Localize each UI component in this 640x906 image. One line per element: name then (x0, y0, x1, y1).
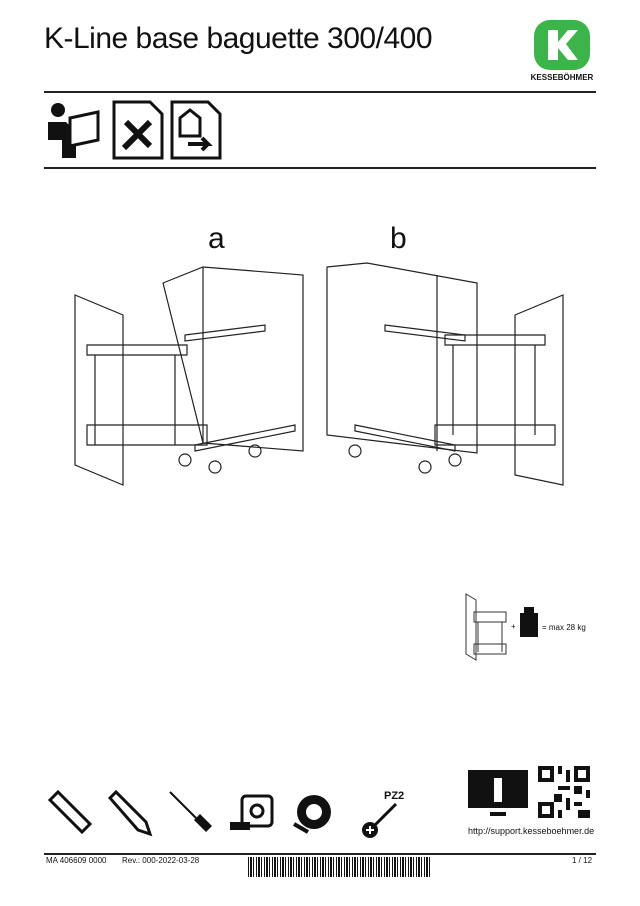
brand-logo: KESSEBÖHMER (530, 18, 594, 88)
monitor-info-icon (468, 770, 528, 816)
assembly-document-icon (170, 100, 222, 160)
screwdriver-bit-label: PZ2 (384, 790, 405, 802)
weight-icon (520, 607, 538, 637)
section-divider (44, 167, 596, 169)
plus-sign: + (511, 622, 516, 631)
variant-a-label: a (208, 222, 225, 255)
adhesive-tape-icon (293, 795, 331, 834)
footer-divider (44, 853, 596, 855)
page-number: 1 / 12 (572, 856, 593, 865)
qr-code (538, 766, 590, 818)
doc-number: MA 406609 0000 (46, 856, 107, 865)
support-url[interactable]: http://support.kesseboehmer.de (468, 826, 595, 836)
read-instructions-icon (48, 103, 100, 158)
max-load-text: = max 28 kg (542, 623, 586, 632)
screwdriver-icon (362, 802, 398, 838)
revision: Rev.: 000-2022-03-28 (122, 856, 200, 865)
variant-a-illustration (74, 266, 304, 486)
awl-icon (169, 791, 212, 832)
page-title: K-Line base baguette 300/400 (44, 22, 433, 55)
tape-measure-icon (230, 794, 274, 830)
variant-b-label: b (390, 222, 407, 255)
pencil-icon (107, 789, 153, 837)
pullout-small-illustration (465, 593, 507, 661)
spirit-level-icon (47, 789, 93, 835)
variant-b-illustration (326, 262, 564, 486)
tools-document-icon (112, 100, 164, 160)
kesseboehmer-logo-icon (534, 20, 590, 70)
header-divider (44, 91, 596, 93)
barcode (248, 857, 430, 877)
logo-text: KESSEBÖHMER (530, 73, 594, 82)
